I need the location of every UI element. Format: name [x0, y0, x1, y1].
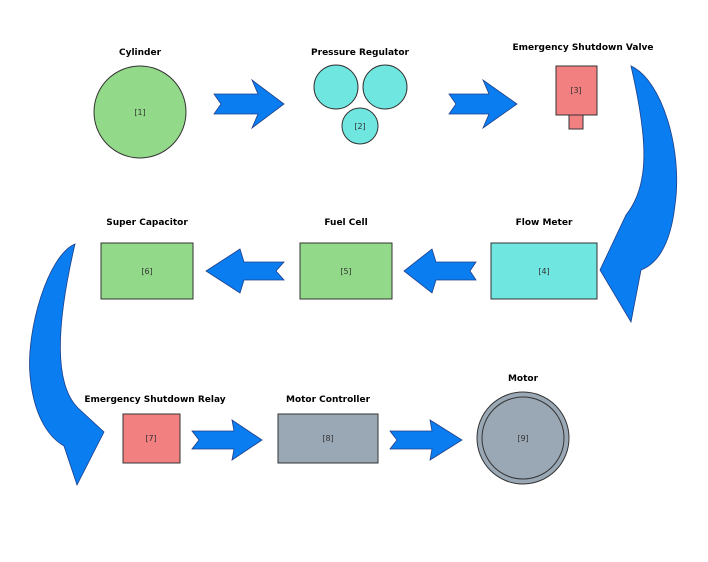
node-emergency-shutdown-valve-ref: [3]: [570, 86, 581, 95]
edge-motor-controller-to-motor: [389, 419, 463, 461]
node-fuel-cell-title: Fuel Cell: [324, 218, 367, 228]
node-super-capacitor: Super Capacitor [6]: [100, 218, 194, 300]
node-emergency-shutdown-valve: Emergency Shutdown Valve [3]: [512, 43, 654, 130]
node-emergency-shutdown-relay: Emergency Shutdown Relay [7]: [84, 395, 226, 464]
node-emergency-shutdown-valve-title: Emergency Shutdown Valve: [512, 43, 653, 53]
node-fuel-cell-shape: [299, 242, 393, 300]
edge-super-capacitor-to-emergency-shutdown-relay: [29, 243, 105, 487]
node-fuel-cell: Fuel Cell [5]: [299, 218, 393, 300]
node-pressure-regulator-circle-bottom: [341, 107, 379, 145]
node-super-capacitor-title: Super Capacitor: [106, 218, 188, 228]
node-fuel-cell-ref: [5]: [340, 267, 351, 276]
node-flow-meter-title: Flow Meter: [516, 218, 573, 228]
node-pressure-regulator: Pressure Regulator [2]: [311, 48, 410, 145]
node-motor-controller-title: Motor Controller: [286, 395, 371, 405]
node-flow-meter-shape: [490, 242, 598, 300]
node-pressure-regulator-ref: [2]: [354, 122, 365, 131]
edge-emergency-shutdown-valve-to-flow-meter: [599, 65, 678, 324]
node-motor: Motor [9]: [476, 374, 570, 485]
edge-pressure-regulator-to-emergency-shutdown-valve: [448, 78, 518, 130]
node-emergency-shutdown-relay-title: Emergency Shutdown Relay: [84, 395, 225, 405]
edge-fuel-cell-to-super-capacitor: [205, 248, 285, 294]
node-pressure-regulator-circle-left: [313, 64, 359, 110]
edge-flow-meter-to-fuel-cell: [403, 248, 477, 294]
edge-emergency-shutdown-relay-to-motor-controller: [191, 419, 263, 461]
node-pressure-regulator-circle-right: [362, 64, 408, 110]
node-emergency-shutdown-valve-stem: [568, 114, 584, 130]
node-flow-meter: Flow Meter [4]: [490, 218, 598, 300]
node-motor-title: Motor: [508, 374, 539, 384]
node-emergency-shutdown-relay-shape: [122, 413, 181, 464]
node-cylinder-ref: [1]: [134, 108, 145, 117]
node-super-capacitor-shape: [100, 242, 194, 300]
node-motor-controller: Motor Controller [8]: [277, 395, 379, 464]
node-flow-meter-ref: [4]: [538, 267, 549, 276]
edges: [29, 65, 678, 487]
node-motor-controller-ref: [8]: [322, 434, 333, 443]
node-super-capacitor-ref: [6]: [141, 267, 152, 276]
node-cylinder: Cylinder [1]: [93, 48, 187, 159]
node-pressure-regulator-title: Pressure Regulator: [311, 48, 409, 58]
node-cylinder-title: Cylinder: [119, 48, 162, 58]
node-motor-ref: [9]: [517, 434, 528, 443]
node-cylinder-shape: [93, 65, 187, 159]
edge-cylinder-to-pressure-regulator: [213, 78, 285, 130]
node-emergency-shutdown-relay-ref: [7]: [145, 434, 156, 443]
node-motor-inner-ring: [481, 396, 565, 480]
node-motor-controller-shape: [277, 413, 379, 464]
